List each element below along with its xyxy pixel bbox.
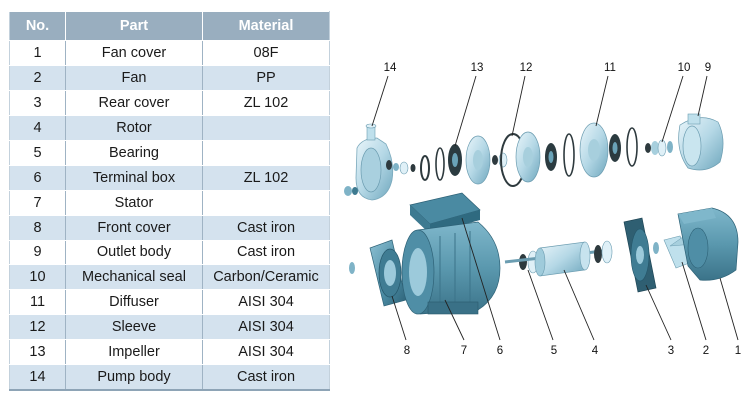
row-material bbox=[202, 115, 330, 141]
callout-7: 7 bbox=[461, 345, 467, 357]
part-11-diffuser bbox=[579, 122, 638, 178]
row-no: 7 bbox=[9, 190, 66, 216]
row-material: ZL 102 bbox=[202, 90, 330, 116]
callout-5: 5 bbox=[551, 345, 557, 357]
row-part: Rear cover bbox=[65, 90, 203, 116]
header-part: Part bbox=[65, 11, 203, 41]
row-part: Diffuser bbox=[65, 289, 203, 316]
part-12-sleeve bbox=[500, 131, 575, 187]
row-part: Rotor bbox=[65, 115, 203, 141]
row-material: Cast iron bbox=[202, 215, 330, 241]
part-7-stator bbox=[401, 221, 501, 315]
callout-numbers: 14 13 12 11 10 9 8 7 6 5 4 3 2 1 bbox=[384, 62, 742, 357]
exploded-pump-diagram: 14 13 12 11 10 9 8 7 6 5 4 3 2 1 bbox=[344, 62, 742, 357]
row-material: AISI 304 bbox=[202, 289, 330, 316]
row-no: 10 bbox=[9, 264, 66, 291]
part-3-rear-cover bbox=[623, 217, 659, 293]
part-14-pump-body bbox=[355, 123, 394, 201]
callout-12: 12 bbox=[520, 62, 533, 74]
row-material: Carbon/Ceramic bbox=[202, 264, 330, 291]
row-no: 6 bbox=[9, 165, 66, 191]
row-no: 13 bbox=[9, 339, 66, 366]
row-material: ZL 102 bbox=[202, 165, 330, 191]
callout-4: 4 bbox=[592, 345, 599, 357]
row-material: AISI 304 bbox=[202, 339, 330, 366]
row-part: Outlet body bbox=[65, 240, 203, 266]
row-part: Bearing bbox=[65, 140, 203, 166]
row-part: Fan cover bbox=[65, 40, 203, 66]
callout-8: 8 bbox=[404, 345, 410, 357]
part-10-mechanical-seal bbox=[645, 139, 673, 157]
row-no: 9 bbox=[9, 240, 66, 266]
row-no: 8 bbox=[9, 215, 66, 241]
callout-3: 3 bbox=[668, 345, 674, 357]
table-header-row: No. Part Material bbox=[9, 11, 330, 41]
callout-10: 10 bbox=[678, 62, 691, 74]
row-no: 14 bbox=[9, 364, 66, 392]
part-6-terminal-box bbox=[409, 192, 481, 234]
header-no: No. bbox=[9, 11, 66, 41]
row-material: AISI 304 bbox=[202, 314, 330, 341]
row-material: PP bbox=[202, 65, 330, 91]
callout-13: 13 bbox=[471, 62, 484, 74]
row-part: Impeller bbox=[65, 339, 203, 366]
row-no: 2 bbox=[9, 65, 66, 91]
row-material: 08F bbox=[202, 40, 330, 66]
row-part: Stator bbox=[65, 190, 203, 216]
row-no: 1 bbox=[9, 40, 66, 66]
row-part: Front cover bbox=[65, 215, 203, 241]
row-part: Pump body bbox=[65, 364, 203, 392]
part-4-rotor bbox=[504, 240, 613, 277]
row-part: Sleeve bbox=[65, 314, 203, 341]
row-part: Mechanical seal bbox=[65, 264, 203, 291]
part-14-small-fittings bbox=[344, 147, 445, 196]
callout-2: 2 bbox=[703, 345, 709, 357]
row-no: 5 bbox=[9, 140, 66, 166]
callout-6: 6 bbox=[497, 345, 503, 357]
row-no: 12 bbox=[9, 314, 66, 341]
row-no: 4 bbox=[9, 115, 66, 141]
row-part: Fan bbox=[65, 65, 203, 91]
callout-9: 9 bbox=[705, 62, 711, 74]
part-8-front-cover bbox=[349, 239, 407, 307]
row-material bbox=[202, 140, 330, 166]
row-material: Cast iron bbox=[202, 240, 330, 266]
row-material: Cast iron bbox=[202, 364, 330, 392]
callout-14: 14 bbox=[384, 62, 397, 74]
part-1-fan-cover bbox=[677, 207, 739, 281]
row-no: 11 bbox=[9, 289, 66, 316]
callout-1: 1 bbox=[735, 345, 741, 357]
callout-leaders bbox=[371, 75, 739, 341]
part-9-outlet-body bbox=[678, 113, 724, 171]
part-11-diffuser-front bbox=[465, 135, 508, 185]
row-material bbox=[202, 190, 330, 216]
part-13-impeller bbox=[448, 144, 462, 176]
row-part: Terminal box bbox=[65, 165, 203, 191]
row-no: 3 bbox=[9, 90, 66, 116]
header-material: Material bbox=[202, 11, 330, 41]
callout-11: 11 bbox=[604, 62, 616, 74]
